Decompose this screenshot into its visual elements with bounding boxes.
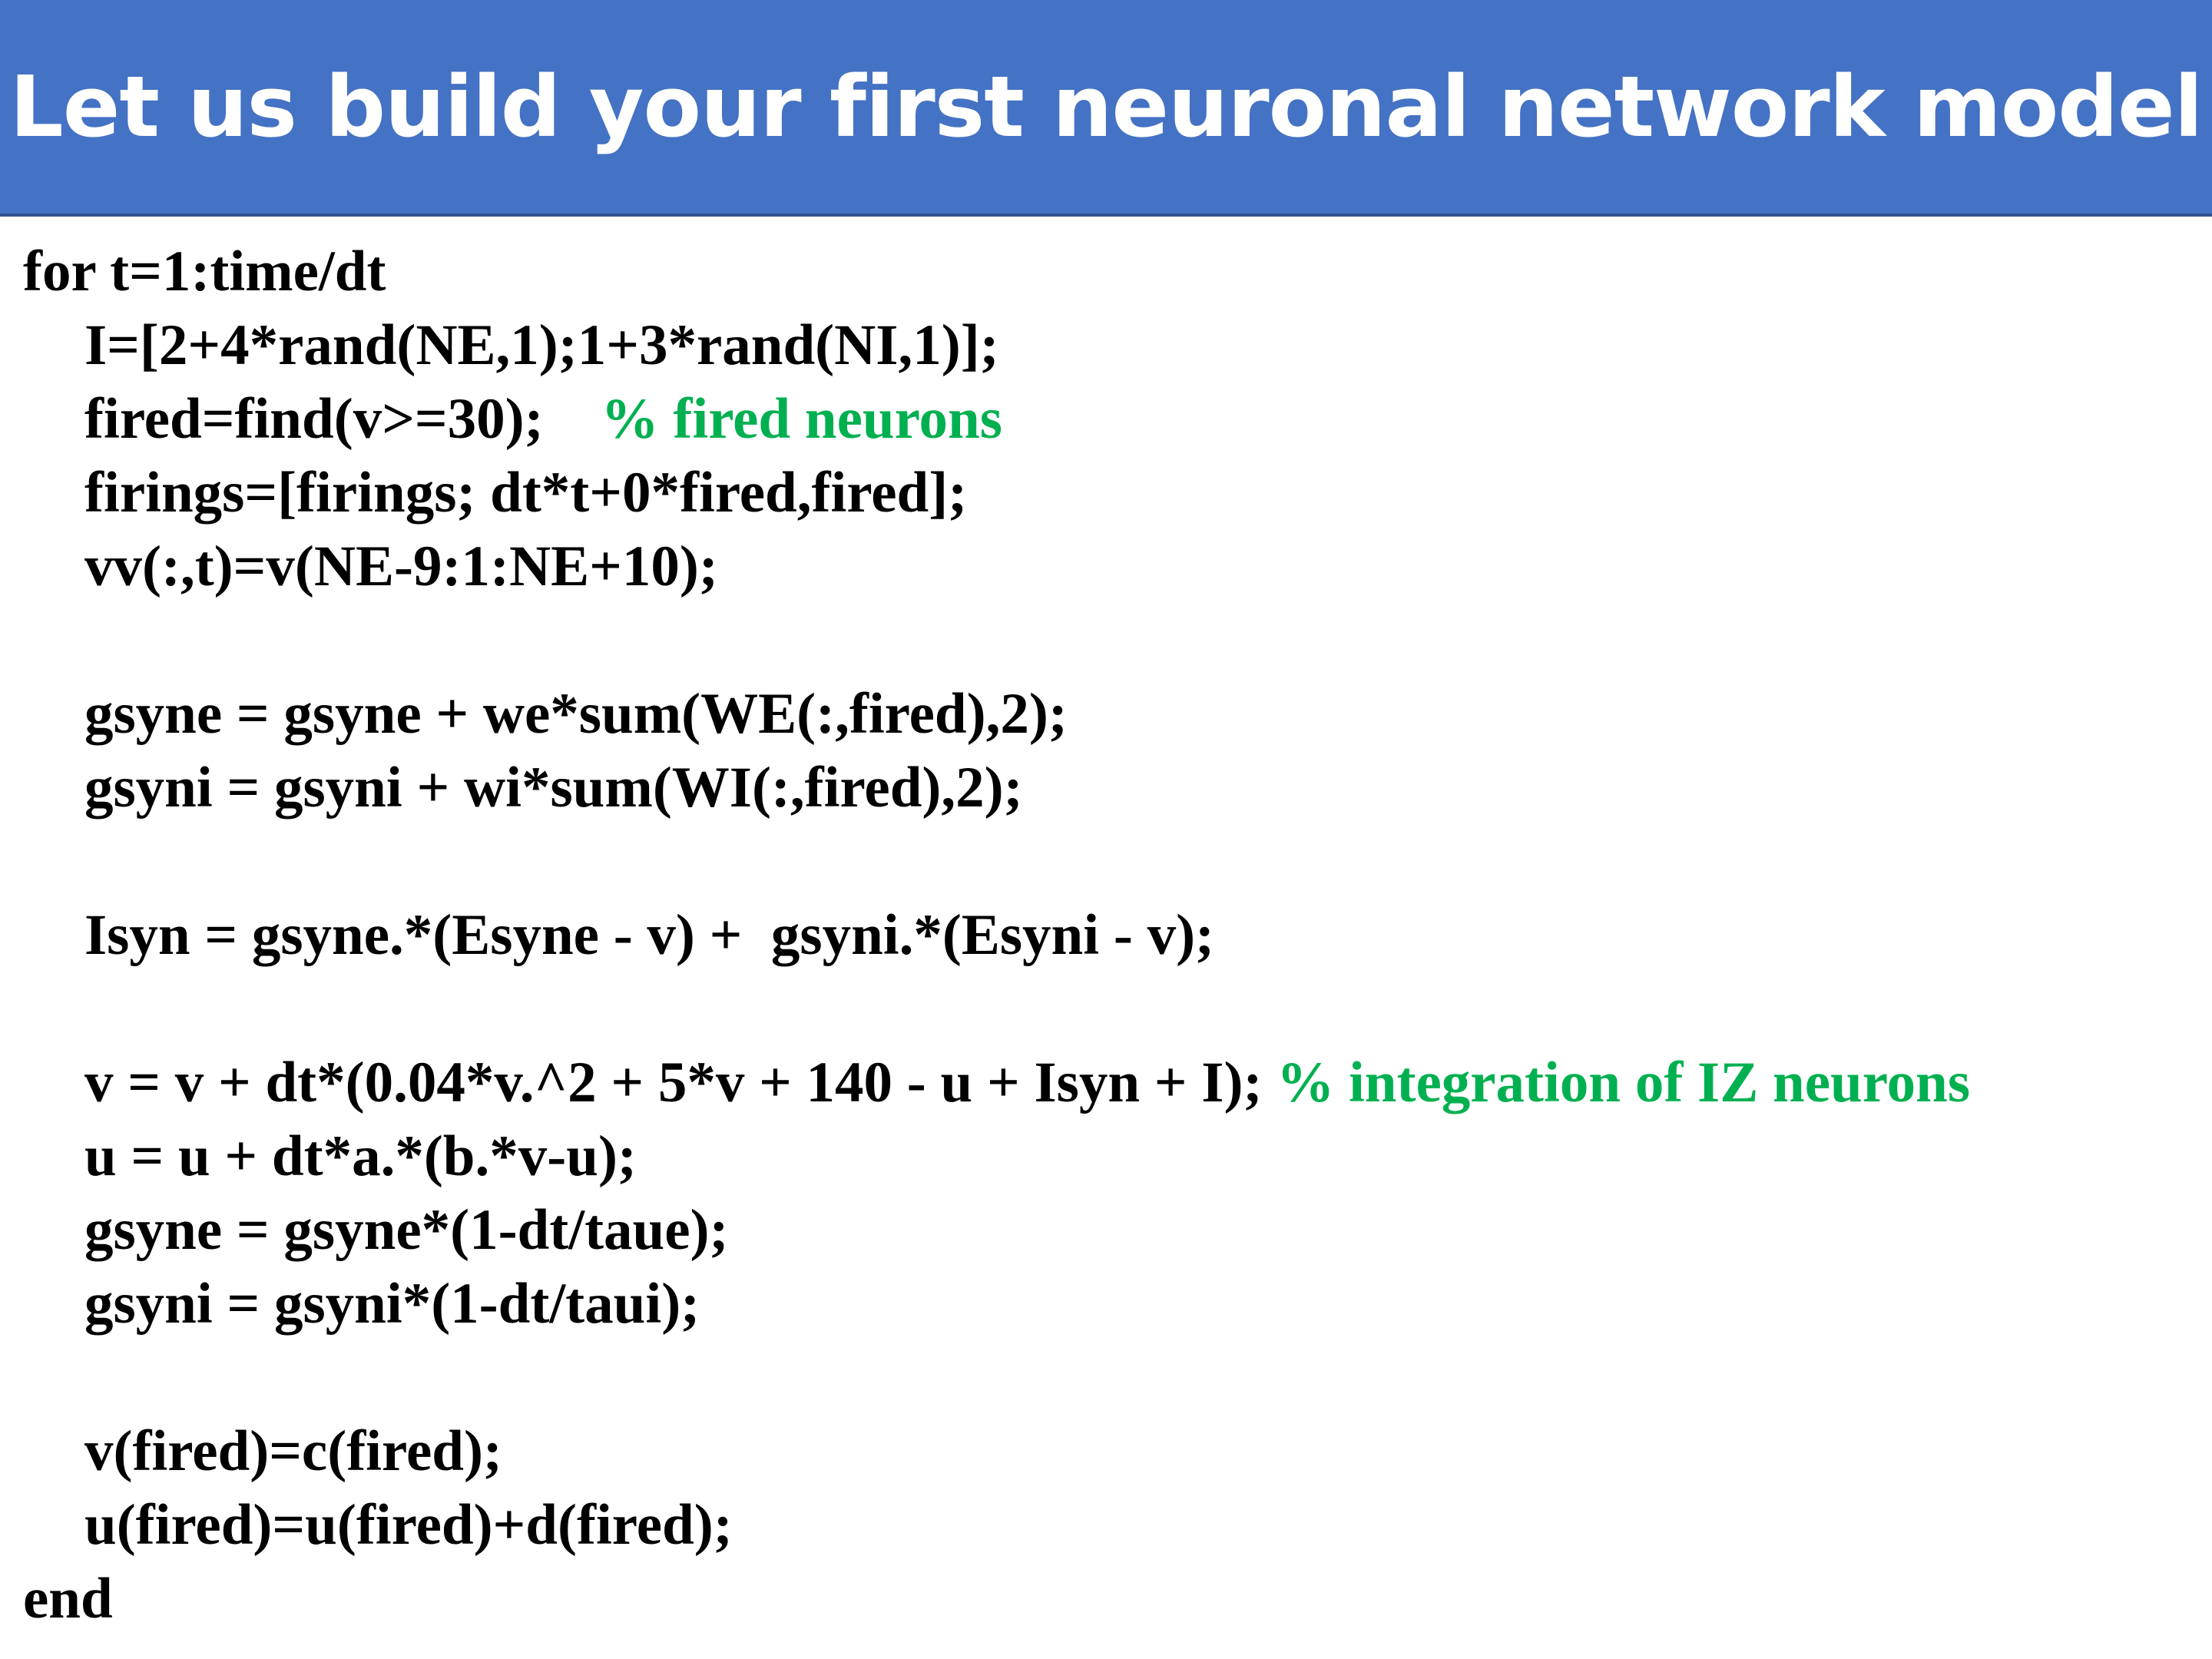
- code-blank-line: [23, 972, 2189, 1046]
- code-block: for t=1:time/dt I=[2+4*rand(NE,1);1+3*ra…: [23, 235, 2189, 1636]
- code-line: fired=find(v>=30); % fired neurons: [84, 387, 1002, 451]
- code-line: v(fired)=c(fired);: [84, 1419, 502, 1483]
- code-line: Isyn = gsyne.*(Esyne - v) + gsyni.*(Esyn…: [84, 903, 1215, 967]
- page-title: Let us build your first neuronal network…: [9, 58, 2204, 156]
- code-line: v = v + dt*(0.04*v.^2 + 5*v + 140 - u + …: [84, 1051, 1971, 1114]
- code-line: firings=[firings; dt*t+0*fired,fired];: [84, 461, 968, 525]
- code-line-end: end: [23, 1567, 113, 1631]
- code-line: u = u + dt*a.*(b.*v-u);: [84, 1124, 637, 1188]
- code-line: gsyne = gsyne*(1-dt/taue);: [84, 1198, 729, 1262]
- code-line: I=[2+4*rand(NE,1);1+3*rand(NI,1)];: [84, 313, 999, 377]
- code-blank-line: [23, 1341, 2189, 1415]
- code-comment: % fired neurons: [601, 387, 1002, 451]
- code-line: gsyni = gsyni + wi*sum(WI(:,fired),2);: [84, 756, 1023, 820]
- code-blank-line: [23, 825, 2189, 899]
- code-line: gsyni = gsyni*(1-dt/taui);: [84, 1272, 700, 1336]
- title-bar: Let us build your first neuronal network…: [0, 0, 2212, 217]
- code-line-for: for t=1:time/dt: [23, 240, 386, 303]
- code-comment: % integration of IZ neurons: [1277, 1051, 1971, 1114]
- code-line: vv(:,t)=v(NE-9:1:NE+10);: [84, 535, 718, 598]
- code-blank-line: [23, 604, 2189, 677]
- code-line: gsyne = gsyne + we*sum(WE(:,fired),2);: [84, 682, 1068, 746]
- code-line: u(fired)=u(fired)+d(fired);: [84, 1493, 733, 1557]
